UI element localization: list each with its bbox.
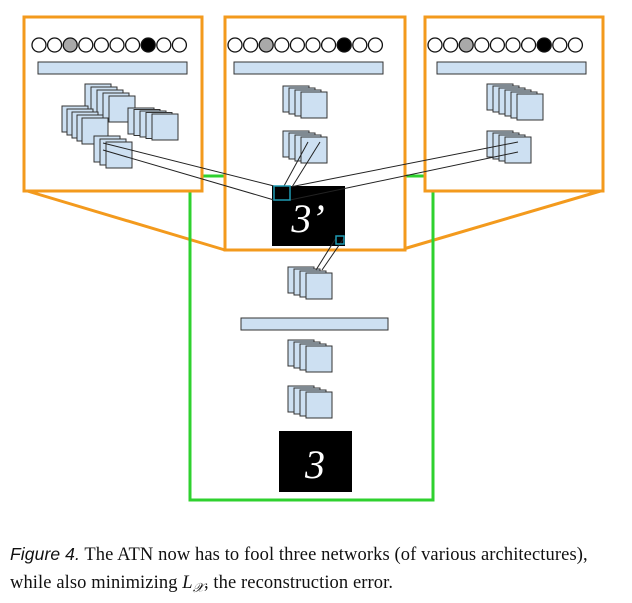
atn-network xyxy=(240,266,389,419)
output-neuron xyxy=(258,37,274,53)
atn-encoder-stack-1 xyxy=(287,339,333,373)
output-neurons-1 xyxy=(31,37,188,53)
output-neuron xyxy=(536,37,552,53)
receptive-field-top xyxy=(273,185,291,201)
output-neuron xyxy=(93,37,110,53)
receptive-field-bottom xyxy=(335,235,345,245)
conv-stack-1a xyxy=(84,83,136,123)
feature-map xyxy=(305,391,333,419)
output-neuron xyxy=(489,37,506,53)
generated-digit: 3’ xyxy=(290,196,324,241)
output-neuron xyxy=(567,37,584,53)
feature-map xyxy=(300,91,328,119)
output-neuron xyxy=(442,37,459,53)
output-neuron xyxy=(171,37,188,53)
input-image: 3 xyxy=(279,431,352,492)
output-neuron xyxy=(505,37,521,53)
classifier-network-2 xyxy=(223,15,407,252)
caption-math-l: L xyxy=(182,573,193,593)
caption-text-b: , the reconstruction error. xyxy=(203,573,394,593)
output-neuron xyxy=(336,37,352,53)
output-neuron xyxy=(156,37,172,53)
atn-figure: 3’ 3 xyxy=(22,15,605,502)
feature-map xyxy=(305,345,333,373)
dense-layer-1 xyxy=(37,61,188,75)
input-digit: 3 xyxy=(304,442,325,487)
output-neuron xyxy=(427,37,443,53)
output-neuron xyxy=(352,37,368,53)
conv-stack-2a xyxy=(282,85,328,119)
conv-stack-1b xyxy=(127,107,179,141)
output-neuron xyxy=(289,37,306,53)
classifier-network-3 xyxy=(423,15,605,193)
atn-bottleneck-layer xyxy=(240,317,389,331)
atn-encoder-stack-2 xyxy=(287,385,333,419)
conv-stack-1c xyxy=(61,105,109,145)
output-neuron xyxy=(46,37,63,53)
output-neuron xyxy=(140,37,156,53)
generated-image: 3’ xyxy=(272,186,345,246)
output-neuron xyxy=(78,37,94,53)
feature-map xyxy=(305,272,333,300)
output-neuron xyxy=(124,37,141,53)
output-neuron xyxy=(320,37,337,53)
figure-caption: Figure 4. The ATN now has to fool three … xyxy=(10,540,622,602)
conv-stack-3a xyxy=(486,83,544,121)
output-neuron xyxy=(367,37,384,53)
caption-text-a: The ATN now has to fool three networks (… xyxy=(10,545,588,593)
conv-stack-1d xyxy=(93,135,133,169)
output-neurons-3 xyxy=(427,37,584,53)
caption-label: Figure 4. xyxy=(10,544,80,564)
dense-layer-2 xyxy=(233,61,384,75)
feature-map xyxy=(300,136,328,164)
output-neuron xyxy=(458,37,474,53)
feature-map xyxy=(504,136,532,164)
output-neuron xyxy=(227,37,243,53)
output-neuron xyxy=(552,37,568,53)
output-neuron xyxy=(305,37,321,53)
conv-stack-2b xyxy=(282,130,328,164)
output-neuron xyxy=(31,37,47,53)
output-neuron xyxy=(274,37,290,53)
output-neurons-2 xyxy=(227,37,384,53)
output-neuron xyxy=(62,37,78,53)
dense-layer-3 xyxy=(436,61,587,75)
feature-map xyxy=(516,93,544,121)
classifier-network-1 xyxy=(22,15,204,193)
atn-decoder-stack xyxy=(287,266,333,300)
output-neuron xyxy=(520,37,537,53)
caption-math-sub: 𝒳 xyxy=(192,580,204,595)
output-neuron xyxy=(109,37,125,53)
output-neuron xyxy=(242,37,259,53)
feature-map xyxy=(151,113,179,141)
output-neuron xyxy=(474,37,490,53)
